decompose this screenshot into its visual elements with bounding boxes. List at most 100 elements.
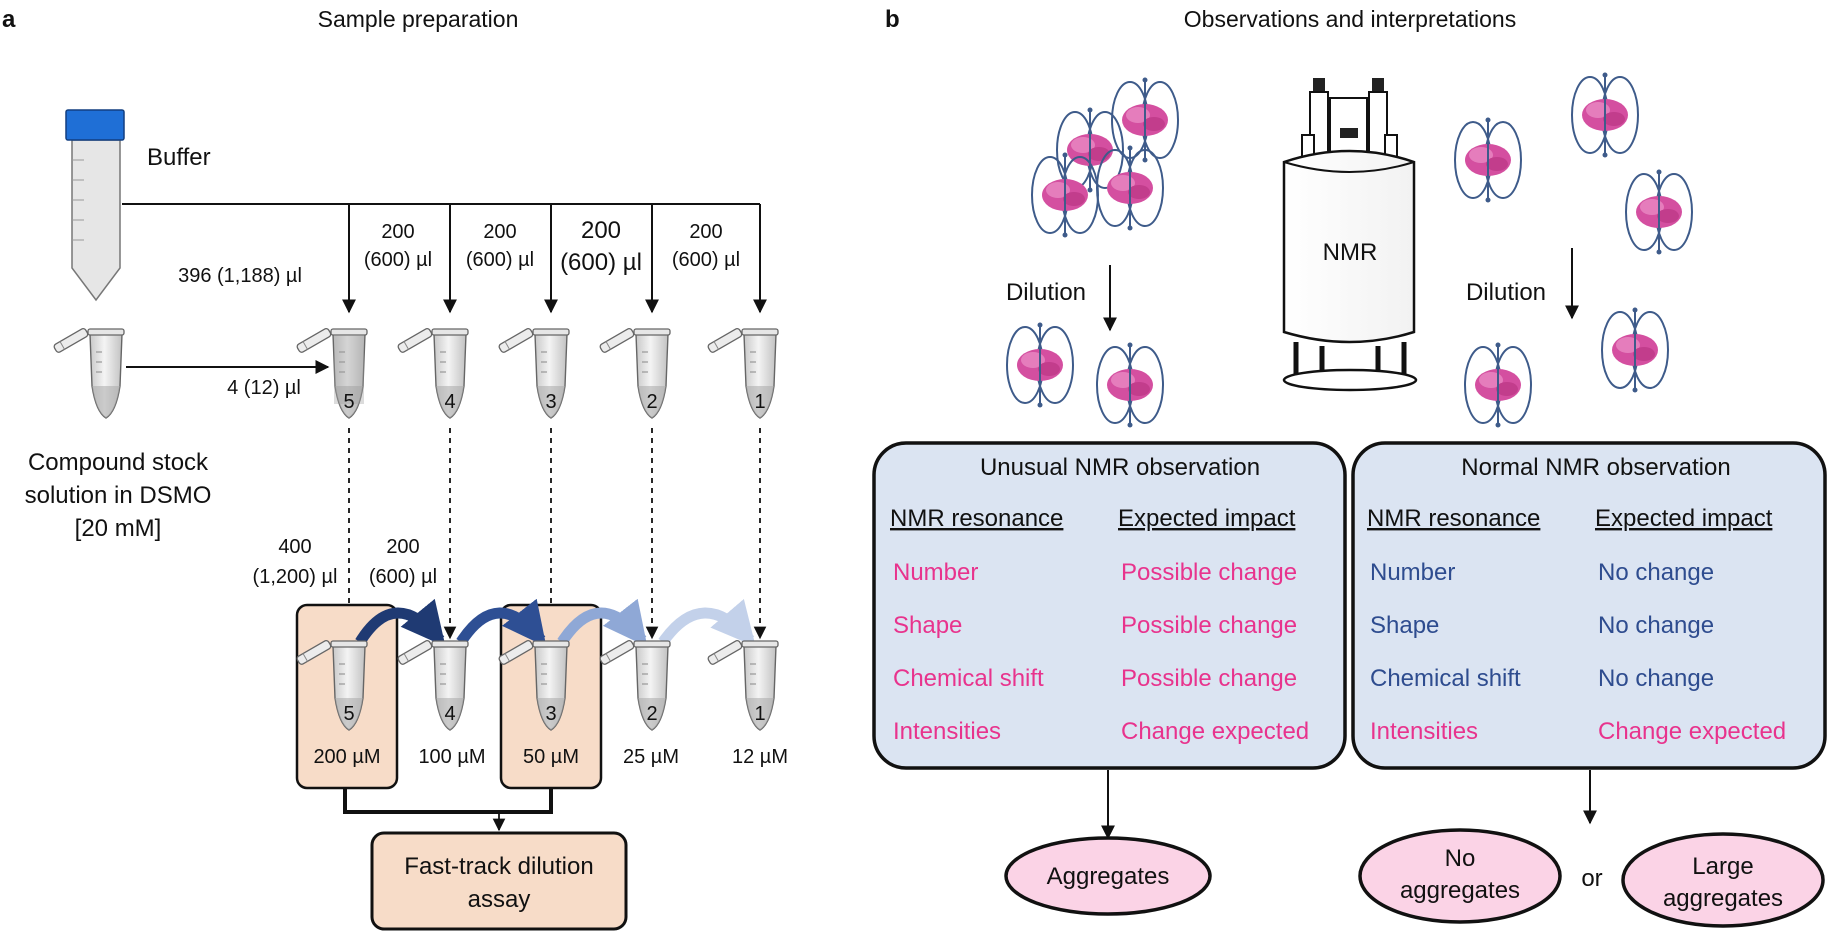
tube-number: 1 [754, 391, 765, 413]
dilution-label-right: Dilution [1466, 279, 1546, 306]
mix-volume-label: 200 [386, 536, 419, 558]
normal-resonance: Number [1370, 559, 1455, 586]
buffer-volume-top: 200 [581, 217, 621, 244]
stock-volume-label: 396 (1,188) µl [178, 265, 302, 287]
stock-tube [52, 326, 125, 419]
no-aggregates-ellipse [1358, 828, 1562, 924]
aggregates-ellipse [1004, 836, 1212, 916]
lower-tube [706, 638, 779, 731]
buffer-volume-bottom: (600) µl [466, 249, 534, 271]
protein-icon [1571, 71, 1639, 159]
buffer-volume-bottom: (600) µl [560, 249, 642, 276]
no-aggregates-label: aggregates [1400, 877, 1520, 904]
mix-volume-label: (600) µl [369, 566, 437, 588]
concentration-label: 25 µM [623, 746, 679, 768]
normal-impact: No change [1598, 559, 1714, 586]
unusual-impact: Possible change [1121, 665, 1297, 692]
normal-observation-box: Normal NMR observation NMR resonance Exp… [1351, 441, 1827, 770]
unusual-col-header: NMR resonance [890, 505, 1063, 532]
lower-tube-row: 5 4 3 2 1 [295, 638, 779, 731]
large-aggregates-label: aggregates [1663, 885, 1783, 912]
unusual-impact: Possible change [1121, 612, 1297, 639]
upper-tube [598, 326, 671, 419]
nmr-magnet-icon [1282, 78, 1418, 392]
normal-impact: No change [1598, 665, 1714, 692]
buffer-volume-labels: 200 (600) µl 200 (600) µl 200 (600) µl 2… [364, 217, 740, 276]
mix-volume-label: 400 [278, 536, 311, 558]
panel-b: b Observations and interpretations Dilut… [872, 6, 1827, 928]
unusual-resonance: Intensities [893, 718, 1001, 745]
stock-label-line: solution in DSMO [25, 482, 212, 509]
unusual-impact: Change expected [1121, 718, 1309, 745]
dashed-transfer-arrows [342, 428, 767, 640]
transfer-volume-label: 4 (12) µl [227, 377, 301, 399]
stock-label-line: [20 mM] [75, 515, 162, 542]
lower-tube [598, 638, 671, 731]
tube-number: 4 [444, 391, 455, 413]
tube-number: 3 [545, 391, 556, 413]
no-aggregates-label: No [1445, 845, 1476, 872]
normal-box-title: Normal NMR observation [1461, 454, 1730, 481]
normal-col-header: NMR resonance [1367, 505, 1540, 532]
tube-number: 1 [754, 703, 765, 725]
normal-col-header: Expected impact [1595, 505, 1773, 532]
buffer-distribution-lines [122, 203, 767, 314]
upper-tube [497, 326, 570, 419]
unusual-resonance: Chemical shift [893, 665, 1044, 692]
unusual-resonance: Number [893, 559, 978, 586]
fast-track-box [370, 831, 628, 931]
nmr-label: NMR [1323, 239, 1378, 266]
protein-icon [1601, 306, 1669, 394]
stock-label-line: Compound stock [28, 449, 209, 476]
upper-tube [396, 326, 469, 419]
monomeric-proteins [1454, 71, 1693, 429]
buffer-volume-bottom: (600) µl [364, 249, 432, 271]
tube-number: 2 [646, 391, 657, 413]
protein-icon [1096, 341, 1164, 429]
concentration-label: 50 µM [523, 746, 579, 768]
protein-icon [1625, 168, 1693, 256]
buffer-cap [65, 109, 125, 141]
normal-impact: No change [1598, 612, 1714, 639]
normal-resonance: Intensities [1370, 718, 1478, 745]
panel-b-title: Observations and interpretations [1184, 6, 1516, 32]
tube-number: 2 [646, 703, 657, 725]
buffer-tube [65, 109, 125, 302]
tube-number: 5 [343, 391, 354, 413]
lower-tube [396, 638, 469, 731]
aggregates-label: Aggregates [1047, 863, 1170, 890]
panel-a: a Sample preparation Buffer 200 (600) µl [2, 6, 788, 931]
panel-a-letter: a [2, 6, 16, 33]
concentration-label: 12 µM [732, 746, 788, 768]
or-label: or [1581, 865, 1602, 892]
serial-dilution-arrows [355, 598, 756, 647]
unusual-resonance: Shape [893, 612, 962, 639]
unusual-observation-box: Unusual NMR observation NMR resonance Ex… [872, 441, 1347, 770]
normal-resonance: Chemical shift [1370, 665, 1521, 692]
buffer-volume-bottom: (600) µl [672, 249, 740, 271]
protein-icon [1464, 341, 1532, 429]
stock-filled-tube-shade [334, 334, 364, 404]
normal-impact: Change expected [1598, 718, 1786, 745]
tube-number: 3 [545, 703, 556, 725]
dilution-label-left: Dilution [1006, 279, 1086, 306]
tube-number: 4 [444, 703, 455, 725]
buffer-volume-top: 200 [689, 221, 722, 243]
unusual-box-title: Unusual NMR observation [980, 454, 1260, 481]
buffer-volume-top: 200 [381, 221, 414, 243]
protein-icon [1006, 321, 1074, 409]
concentration-label: 200 µM [313, 746, 380, 768]
fast-track-connector [343, 788, 553, 814]
mix-volume-label: (1,200) µl [253, 566, 338, 588]
concentration-label: 100 µM [418, 746, 485, 768]
large-aggregates-label: Large [1692, 853, 1753, 880]
panel-b-letter: b [885, 6, 900, 33]
upper-tube [706, 326, 779, 419]
unusual-col-header: Expected impact [1118, 505, 1296, 532]
unusual-impact: Possible change [1121, 559, 1297, 586]
upper-tube-row: 5 4 3 2 1 [295, 326, 779, 419]
tube-number: 5 [343, 703, 354, 725]
fast-track-label: Fast-track dilution [404, 853, 593, 880]
fast-track-label: assay [468, 886, 531, 913]
protein-icon [1454, 116, 1522, 204]
